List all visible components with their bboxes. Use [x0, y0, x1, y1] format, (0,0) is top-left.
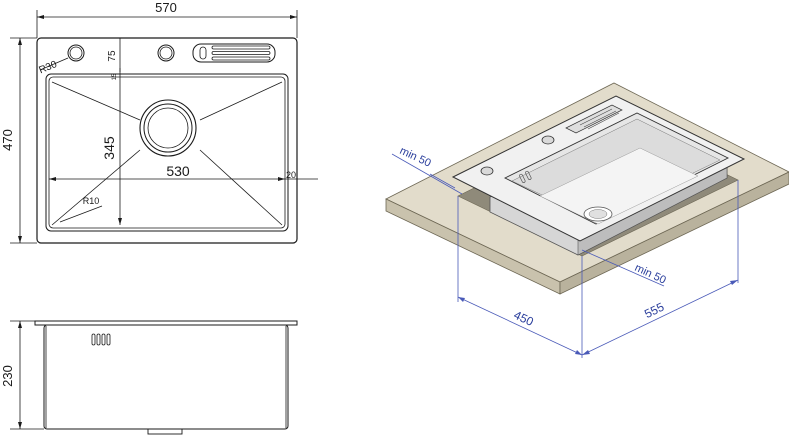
cutout-depth-dimension: 450 — [512, 308, 536, 329]
overflow-slot — [199, 46, 207, 60]
crease-line — [199, 149, 283, 226]
side-overflow-slot — [106, 333, 111, 346]
sink-outline — [36, 37, 298, 244]
top-offset-label: 75 — [107, 50, 118, 62]
iso-faucet-hole — [480, 166, 494, 176]
side-view: 230 — [0, 320, 298, 435]
min-clearance-right: min 50 — [633, 262, 668, 287]
crease-line — [199, 81, 283, 121]
overflow-slot — [211, 51, 271, 55]
iso-dispenser-hole — [541, 135, 555, 145]
cutout-width-dimension: 555 — [642, 300, 666, 322]
drain-outer — [139, 99, 197, 157]
overflow-slot — [211, 45, 271, 50]
faucet-hole-inner — [69, 46, 83, 60]
min-clearance-left: min 50 — [398, 145, 433, 170]
top-view: 570 470 R30 75 15 345 530 20 R10 — [0, 0, 318, 244]
overflow-slot — [211, 56, 271, 61]
crease-line — [51, 149, 141, 226]
faucet-hole — [67, 44, 85, 62]
crease-line — [51, 81, 141, 121]
dispenser-hole — [157, 44, 175, 62]
rim-label: 15 — [112, 73, 118, 80]
height-dimension: 470 — [0, 129, 15, 151]
side-body — [43, 324, 289, 430]
overflow-panel — [192, 43, 276, 63]
bowl-inner-outline — [48, 76, 286, 229]
side-overflow-slot — [91, 333, 96, 346]
side-drain-outlet — [147, 428, 183, 435]
side-overflow-slot — [101, 333, 106, 346]
drain-inner — [147, 107, 189, 149]
bowl-depth-dimension: 345 — [101, 136, 117, 160]
bowl-outline — [45, 73, 289, 232]
isometric-view: min 50 min 50 450 555 — [385, 82, 789, 358]
dispenser-hole-inner — [159, 46, 173, 60]
side-overflow-slot — [96, 333, 101, 346]
drain-mid — [143, 103, 193, 153]
side-margin-label: 20 — [286, 170, 296, 180]
bowl-width-dimension: 530 — [166, 163, 190, 179]
inner-radius-label: R10 — [83, 196, 100, 206]
side-flange — [34, 320, 298, 326]
iso-overflow-panel — [565, 104, 623, 134]
width-dimension: 570 — [155, 0, 177, 15]
depth-dimension: 230 — [0, 365, 15, 387]
countertop-side-edge — [559, 171, 789, 295]
